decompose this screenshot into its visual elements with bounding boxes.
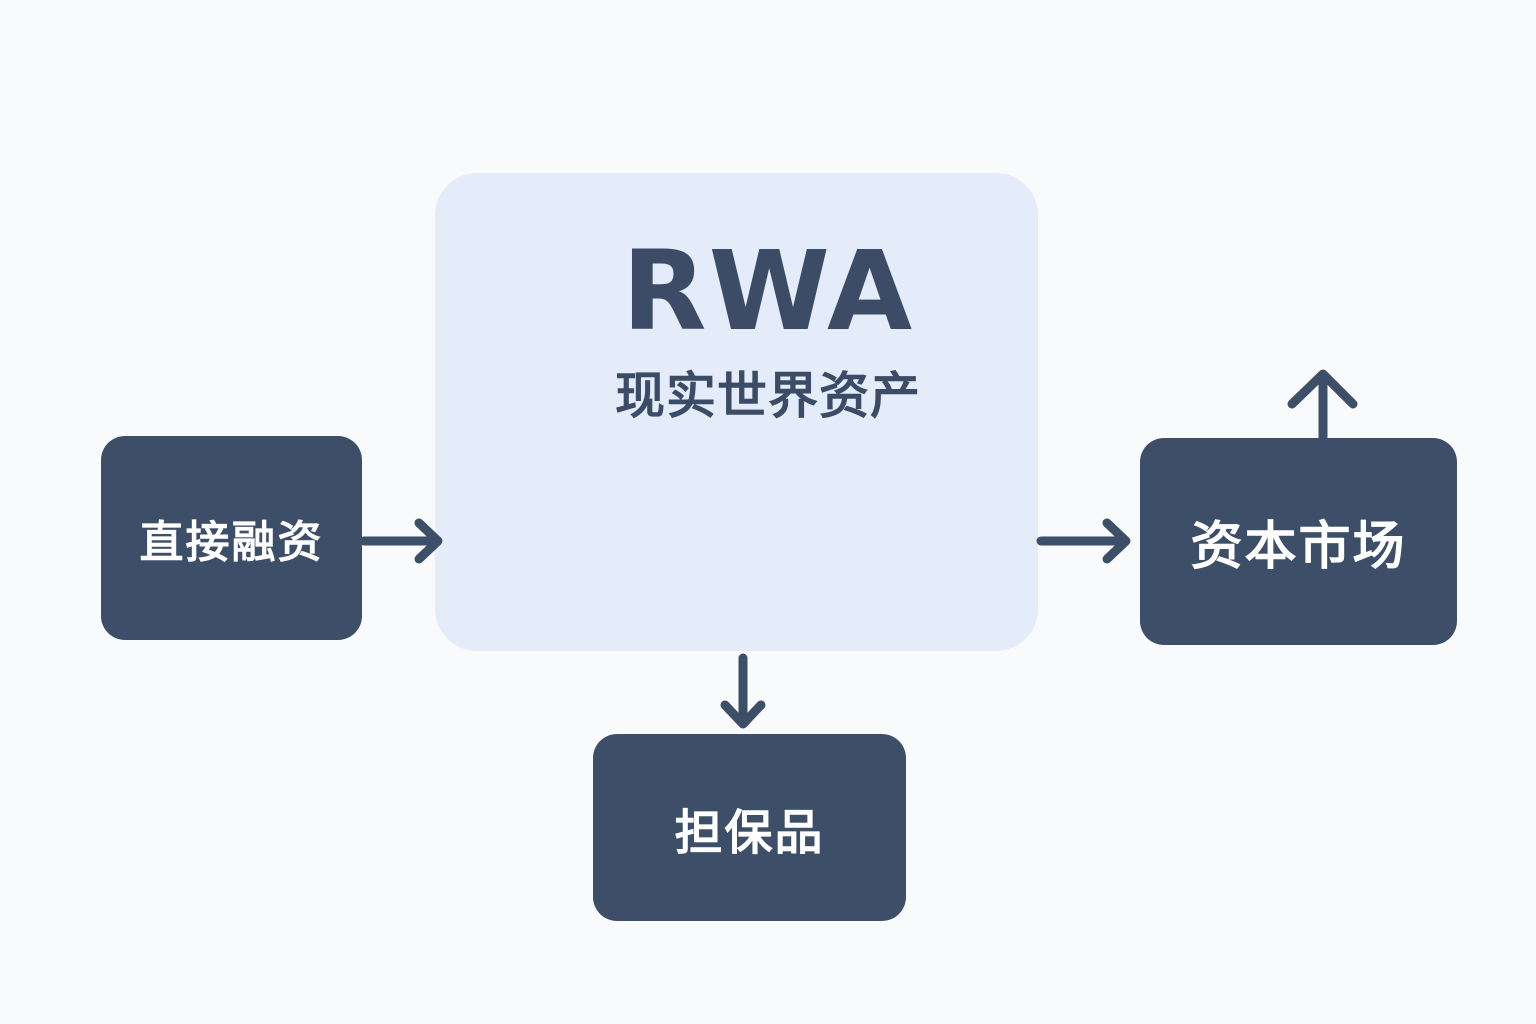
arrow-center-to-right [1036, 518, 1131, 564]
capital-market-label: 资本市场 [1190, 517, 1407, 577]
capital-market-node: 资本市场 [1140, 438, 1457, 645]
rwa-center-box [435, 173, 1038, 651]
direct-financing-label: 直接融资 [139, 517, 324, 568]
rwa-subtitle: 现实世界资产 [615, 367, 921, 425]
arrow-right-up [1287, 369, 1358, 442]
arrow-center-to-bottom [720, 653, 766, 729]
rwa-title: RWA [621, 227, 915, 355]
arrow-left-to-center [359, 518, 443, 564]
collateral-node: 担保品 [593, 734, 906, 921]
collateral-label: 担保品 [674, 804, 825, 861]
direct-financing-node: 直接融资 [101, 436, 362, 640]
